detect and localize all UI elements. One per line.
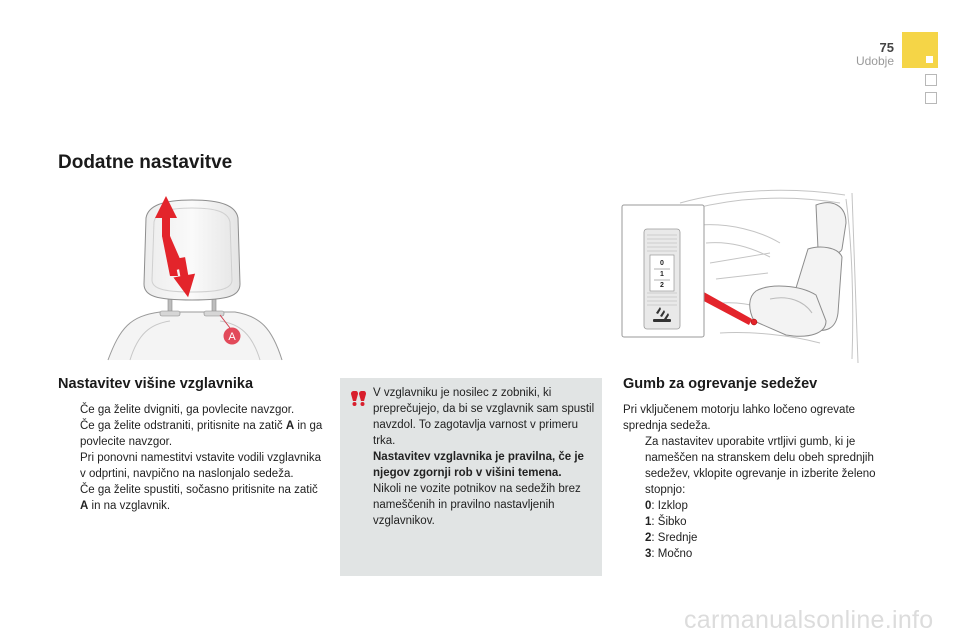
seat-back-outline	[107, 311, 283, 361]
watermark: carmanualsonline.info	[684, 606, 934, 634]
level-item: 1: Šibko	[645, 516, 687, 528]
headrest-instructions: Če ga želite dvigniti, ga povlecite navz…	[58, 402, 323, 514]
list-item: Pri ponovni namestitvi vstavite vodili v…	[80, 452, 321, 480]
up-down-arrow-icon	[155, 196, 196, 298]
knob-location-marker	[750, 318, 758, 326]
section-tab-active[interactable]	[902, 32, 938, 68]
section-tab[interactable]	[925, 92, 937, 104]
heating-dial-inset: 0 1 2	[621, 204, 705, 338]
seat-heating-heading: Gumb za ogrevanje sedežev	[623, 376, 818, 392]
warning-box: V vzglavniku je nosilec z zobniki, ki pr…	[340, 378, 602, 576]
seat-heating-instructions: Za nastavitev uporabite vrtljivi gumb, k…	[623, 434, 888, 562]
headrest-heading: Nastavitev višine vzglavnika	[58, 376, 254, 392]
front-seat	[749, 202, 847, 337]
dial-label-0: 0	[660, 260, 664, 267]
level-item: 2: Srednje	[645, 532, 698, 544]
dial-label-2: 2	[660, 282, 664, 289]
page-title: Dodatne nastavitve	[58, 152, 233, 173]
level-item: 0: Izklop	[645, 500, 688, 512]
pointer-arrow	[700, 291, 752, 325]
list-item: Za nastavitev uporabite vrtljivi gumb, k…	[623, 434, 888, 562]
figure-label-a: A	[228, 331, 236, 343]
list-item: Če ga želite spustiti, sočasno pritisnit…	[80, 484, 318, 512]
seat-heat-icon	[653, 307, 671, 322]
list-item: Če ga želite odstraniti, pritisnite na z…	[80, 420, 323, 448]
tab-marker-icon	[926, 56, 933, 63]
label-a-marker	[223, 327, 241, 345]
seat-heating-illustration: 0 1 2	[621, 189, 859, 363]
section-title: Udobje	[855, 54, 894, 68]
page-number: 75	[879, 40, 894, 55]
warning-text: V vzglavniku je nosilec z zobniki, ki pr…	[373, 387, 595, 527]
list-item: Če ga želite dvigniti, ga povlecite navz…	[80, 404, 295, 416]
section-tab[interactable]	[925, 74, 937, 86]
warning-icon	[351, 391, 366, 406]
seat-heating-intro: Pri vključenem motorju lahko ločeno ogre…	[623, 404, 856, 432]
level-item: 3: Močno	[645, 548, 693, 560]
headrest-illustration: A	[107, 196, 283, 361]
dial-label-1: 1	[660, 271, 664, 278]
